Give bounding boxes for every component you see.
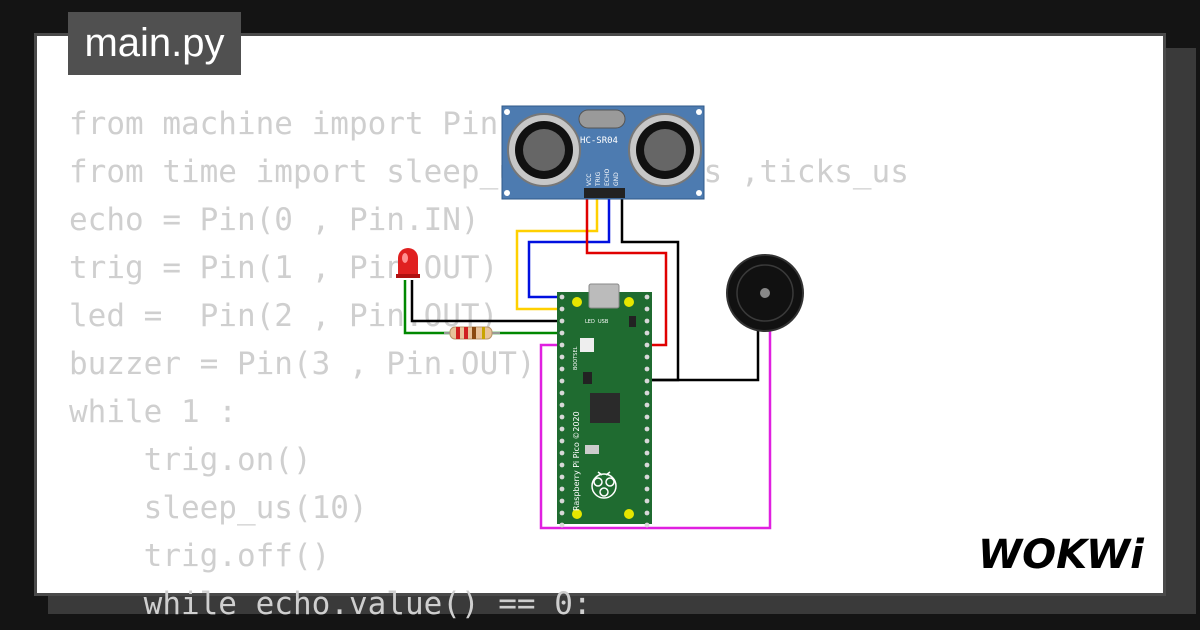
pico-pin — [644, 450, 650, 456]
raspberry-logo-icon — [591, 471, 617, 499]
wokwi-logo: WOKWi — [978, 532, 1145, 578]
pico-pin — [644, 462, 650, 468]
wires — [403, 196, 772, 530]
pico-pin — [644, 306, 650, 312]
pico-pin — [559, 366, 565, 372]
wire-magenta-buzzer — [539, 330, 772, 530]
code-line: while 1 : — [69, 394, 237, 430]
red-led[interactable] — [396, 248, 420, 278]
pico-pin — [644, 474, 650, 480]
pico-pin — [559, 438, 565, 444]
pico-pin — [559, 462, 565, 468]
pico-pin — [644, 402, 650, 408]
code-line: trig.off() — [69, 538, 331, 574]
pico-pin — [559, 402, 565, 408]
pico-pin — [644, 498, 650, 504]
buzzer[interactable] — [726, 254, 804, 332]
pico-pin — [559, 522, 565, 528]
pico-side-label: Raspberry Pi Pico ©2020 — [572, 411, 581, 511]
pico-pin — [559, 306, 565, 312]
pin-label-echo: ECHO — [604, 169, 611, 186]
pico-pin — [559, 378, 565, 384]
pico-usb-label: USB — [598, 319, 609, 325]
file-tab[interactable]: main.py — [68, 12, 241, 75]
wire-yellow-vcc — [515, 196, 599, 311]
pico-pin — [559, 414, 565, 420]
pico-pin — [644, 438, 650, 444]
pico-pin — [644, 330, 650, 336]
wokwi-logo-text: WOKWi — [978, 532, 1145, 578]
ultrasonic-sensor[interactable]: HC-SR04 VCC TRIG ECHO GND — [501, 105, 705, 200]
code-line: trig = Pin(1 , Pin.OUT) — [69, 250, 499, 286]
resistor[interactable] — [444, 326, 500, 340]
wire-black-buzzer — [648, 330, 760, 382]
pico-pin — [644, 366, 650, 372]
sensor-model-label: HC-SR04 — [580, 136, 618, 146]
pico-pin — [559, 498, 565, 504]
pico-pin — [644, 342, 650, 348]
pico-pin — [559, 354, 565, 360]
pico-pin — [559, 474, 565, 480]
pico-pin — [644, 522, 650, 528]
pin-label-gnd: GND — [613, 172, 620, 186]
pico-pin — [559, 450, 565, 456]
code-line: led = Pin(2 , Pin.OUT) — [69, 298, 499, 334]
code-line: from machine import Pin — [69, 106, 499, 142]
pico-pin — [559, 426, 565, 432]
pico-pin — [644, 318, 650, 324]
pin-label-vcc: VCC — [586, 174, 593, 186]
pin-label-trig: TRIG — [595, 171, 602, 187]
code-line: buzzer = Pin(3 , Pin.OUT) — [69, 346, 536, 382]
pico-pin — [559, 294, 565, 300]
pico-pin — [644, 510, 650, 516]
right-transducer — [628, 113, 702, 187]
pico-pin — [559, 486, 565, 492]
code-line: trig.on() — [69, 442, 312, 478]
wire-red-echo — [585, 196, 668, 347]
pico-pin — [559, 330, 565, 336]
pico-pin — [559, 342, 565, 348]
pico-pin-headers — [559, 294, 650, 528]
pico-mount-holes — [572, 297, 634, 519]
pico-bootsel-label: BOOTSEL — [573, 346, 579, 370]
pico-pin — [644, 486, 650, 492]
pico-led-label: LED — [585, 319, 595, 325]
code-line: while echo.value() == 0: — [69, 586, 592, 622]
wire-black-led — [410, 280, 560, 323]
pico-pin — [644, 378, 650, 384]
pico-pin — [644, 390, 650, 396]
left-transducer — [507, 113, 581, 187]
pico-pin — [559, 510, 565, 516]
pico-pin — [644, 426, 650, 432]
pico-pin — [644, 414, 650, 420]
raspberry-pi-pico[interactable]: Raspberry Pi Pico ©2020 USB LED BOOTSEL — [557, 283, 652, 528]
code-line: echo = Pin(0 , Pin.IN) — [69, 202, 480, 238]
pico-pin — [559, 390, 565, 396]
wire-blue-trig — [527, 196, 611, 299]
pico-pin — [644, 354, 650, 360]
pico-pin — [644, 294, 650, 300]
wire-green-led — [403, 280, 450, 335]
pico-pin — [559, 318, 565, 324]
code-line: sleep_us(10) — [69, 490, 368, 526]
